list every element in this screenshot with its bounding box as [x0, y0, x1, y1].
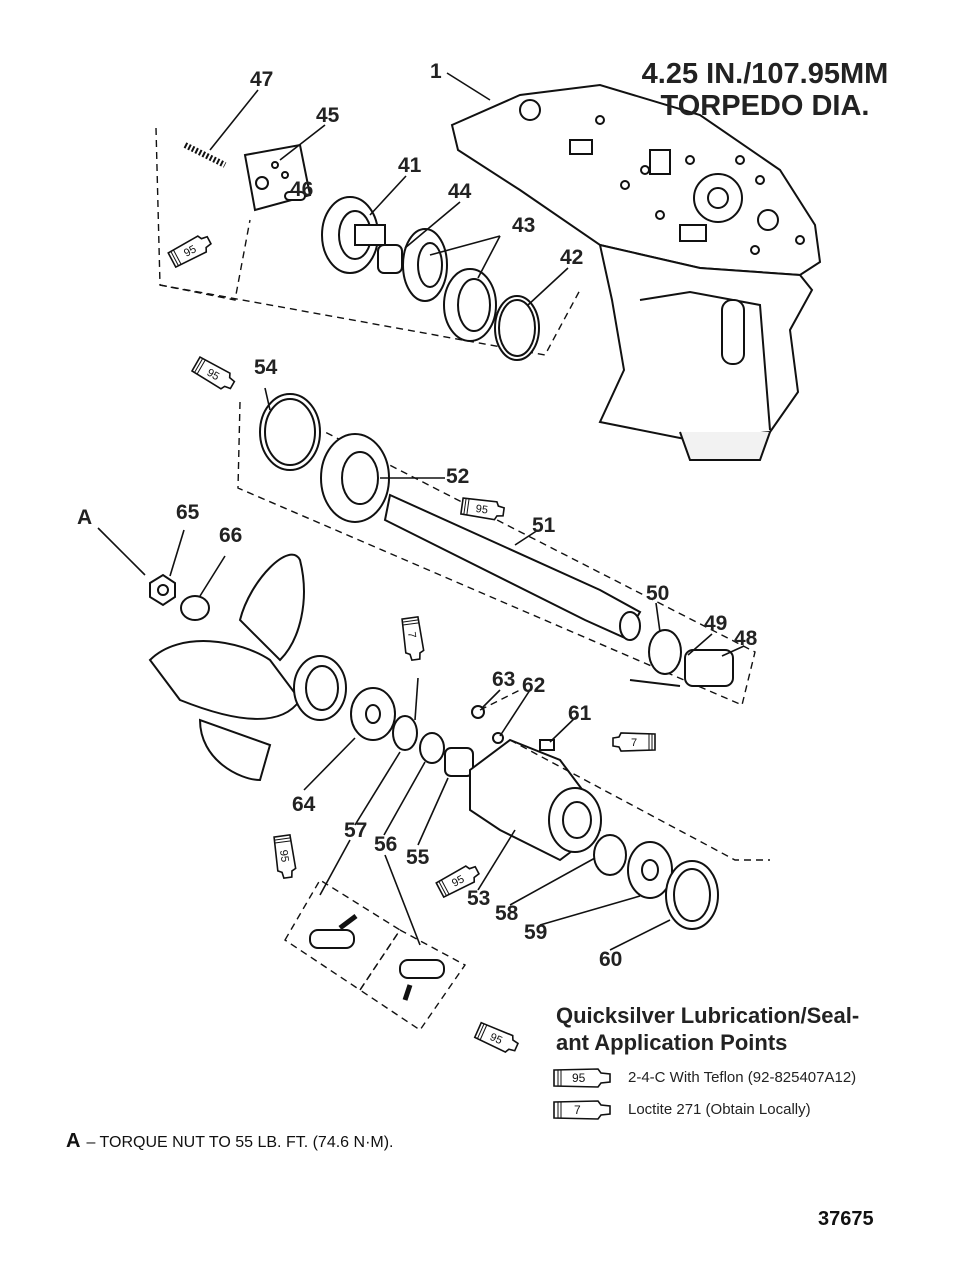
svg-text:7: 7 — [574, 1103, 581, 1117]
bearing-tool-boxes — [284, 879, 467, 1031]
tube-7-carrier-left: 7 — [400, 615, 426, 662]
callout-60: 60 — [599, 948, 622, 971]
callout-56: 56 — [374, 833, 397, 856]
callout-46: 46 — [290, 178, 313, 201]
callout-49: 49 — [704, 612, 727, 635]
tube-95-tool-right: 95 — [473, 1020, 521, 1057]
lube-tube-markers: 95 95 95 7 7 95 95 95 — [166, 231, 656, 1057]
callout-44: 44 — [448, 180, 472, 203]
callout-65: 65 — [176, 501, 200, 524]
title-line-1: 4.25 IN./107.95MM — [641, 58, 889, 90]
callout-64: 64 — [292, 793, 316, 816]
tube-7-carrier-right: 7 — [612, 732, 656, 752]
torpedo-diameter-title: 4.25 IN./107.95MM TORPEDO DIA. — [600, 58, 930, 122]
callout-66: 66 — [219, 524, 242, 547]
svg-text:95: 95 — [277, 849, 291, 863]
title-line-2: TORPEDO DIA. — [660, 90, 870, 122]
propeller — [148, 553, 347, 782]
callout-42: 42 — [560, 246, 583, 269]
svg-text:95: 95 — [475, 503, 489, 517]
legend-title-line-1: Quicksilver Lubrication/Seal- — [556, 1003, 860, 1028]
tube-95-icon: 95 — [553, 1068, 611, 1088]
svg-text:95: 95 — [488, 1031, 504, 1047]
torque-note-text: – TORQUE NUT TO 55 LB. FT. (74.6 N·M). — [86, 1134, 394, 1151]
tube-95-tool-left: 95 — [272, 833, 298, 880]
svg-text:95: 95 — [450, 873, 466, 889]
callout-47: 47 — [250, 68, 273, 91]
callout-63: 63 — [492, 668, 515, 691]
legend-title-line-2: ant Application Points — [556, 1030, 788, 1055]
svg-text:95: 95 — [205, 367, 222, 384]
svg-text:7: 7 — [631, 737, 637, 749]
legend-item-7-text: Loctite 271 (Obtain Locally) — [628, 1101, 811, 1118]
callout-45: 45 — [316, 104, 340, 127]
tube-7-icon: 7 — [553, 1100, 611, 1120]
svg-text:95: 95 — [182, 243, 198, 259]
torque-note-letter: A — [66, 1130, 81, 1152]
callout-numbers: 1 41 42 43 44 45 46 47 48 49 50 51 52 53… — [77, 60, 758, 971]
callout-50: 50 — [646, 582, 669, 605]
callout-48: 48 — [734, 627, 758, 650]
callout-59: 59 — [524, 921, 547, 944]
callout-58: 58 — [495, 902, 519, 925]
svg-text:7: 7 — [405, 631, 418, 639]
tube-95-shaft: 95 — [459, 496, 506, 522]
upper-parts-group — [155, 127, 581, 361]
leader-lines — [97, 72, 745, 951]
callout-62: 62 — [522, 674, 545, 697]
gearcase-housing — [450, 83, 822, 461]
callout-53: 53 — [467, 887, 490, 910]
callout-43: 43 — [512, 214, 535, 237]
callout-54: 54 — [254, 356, 278, 379]
callout-41: 41 — [398, 154, 422, 177]
torque-note: A – TORQUE NUT TO 55 LB. FT. (74.6 N·M). — [66, 1130, 394, 1153]
tube-95-carrier: 95 — [434, 861, 483, 899]
legend-item-95-text: 2-4-C With Teflon (92-825407A12) — [628, 1069, 857, 1086]
figure-number: 37675 — [818, 1208, 874, 1230]
callout-55: 55 — [406, 846, 430, 869]
callout-51: 51 — [532, 514, 556, 537]
legend-title: Quicksilver Lubrication/Seal- ant Applic… — [556, 1002, 859, 1056]
callout-52: 52 — [446, 465, 469, 488]
callout-61: 61 — [568, 702, 592, 725]
callout-57: 57 — [344, 819, 367, 842]
svg-text:95: 95 — [572, 1071, 586, 1085]
tube-95-upper: 95 — [166, 231, 215, 269]
tube-95-shaft-ring: 95 — [190, 355, 238, 394]
carrier-parts-group — [350, 687, 770, 930]
callout-1: 1 — [430, 60, 442, 83]
shaft-parts-group — [237, 393, 756, 706]
callout-A: A — [77, 506, 92, 529]
